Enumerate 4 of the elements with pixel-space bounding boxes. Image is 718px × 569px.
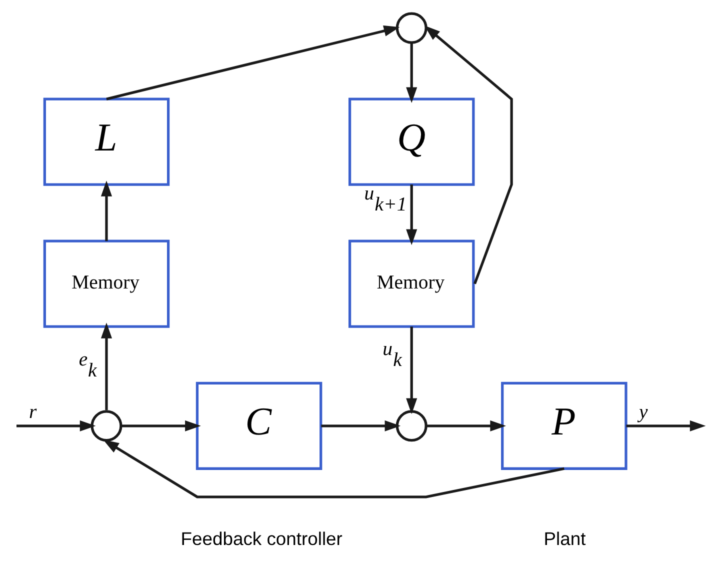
edge-label: y [639,400,648,423]
edge-label: r [29,400,37,423]
node-label: Feedback controller [180,528,342,550]
node-label: Plant [544,528,586,550]
